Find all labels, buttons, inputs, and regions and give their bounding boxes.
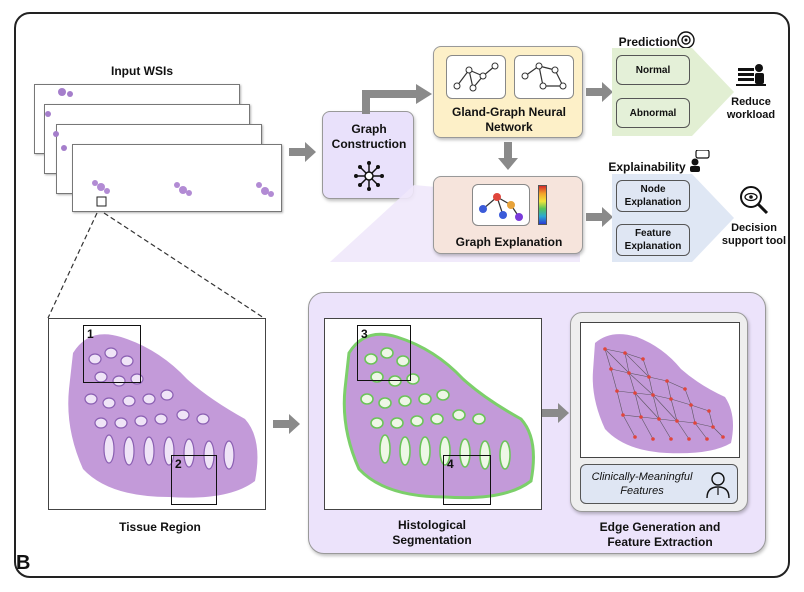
roi-number: 4 (447, 457, 454, 471)
gnn-label: Gland-Graph Neural Network (451, 105, 567, 134)
normal-box: Normal (616, 55, 690, 85)
colored-graph-icon (479, 193, 523, 221)
roi-box-2: 2 (171, 455, 217, 505)
wsi-stack-spots (45, 88, 73, 151)
input-wsis-label: Input WSIs (111, 64, 173, 78)
arrow-to-edge-generation (542, 403, 569, 423)
clinical-features-box: Clinically-Meaningful Features (580, 464, 738, 504)
tissue-region-image: 1 2 (48, 318, 266, 510)
roi-box-1: 1 (83, 325, 141, 383)
graph-thumbnail-1 (446, 55, 506, 99)
graph-explanation-label: Graph Explanation (455, 235, 563, 249)
arrow-to-explanation (498, 142, 518, 170)
color-scale-bar (538, 185, 547, 225)
decision-support-label: Decision support tool (721, 222, 787, 247)
graph-explanation-box: Graph Explanation (433, 176, 583, 254)
explainability-title: Explainability (608, 160, 686, 174)
segmentation-illustration (342, 332, 535, 500)
graph-construction-label: Graph Construction (331, 122, 407, 151)
histological-segmentation-label: Histological Segmentation (392, 518, 472, 547)
roi-number: 3 (361, 327, 368, 341)
roi-box-3: 3 (357, 325, 411, 381)
arrow-to-explainability (586, 207, 613, 227)
target-icon (677, 31, 695, 49)
graph-construction-box: Graph Construction (322, 111, 414, 199)
tissue-region-label: Tissue Region (119, 520, 201, 534)
wsi-tissue-spots (92, 180, 274, 207)
roi-number: 2 (175, 457, 182, 471)
clinical-features-label: Clinically-Meaningful Features (591, 471, 693, 497)
roi-box-4: 4 (443, 455, 491, 505)
arrow-to-gnn (362, 84, 432, 114)
figure-frame (14, 12, 790, 578)
reduce-workload-label: Reduce workload (726, 96, 776, 121)
graph-icon (521, 62, 567, 90)
edge-generation-label: Edge Generation and Feature Extraction (599, 520, 721, 549)
arrow-to-graph-construction (289, 142, 316, 162)
graph-overlay-image (580, 322, 740, 458)
segmentation-image: 3 4 (324, 318, 542, 510)
tissue-illustration (68, 334, 258, 498)
person-speech-icon (690, 150, 710, 172)
arrow-to-segmentation (273, 414, 300, 434)
doctor-icon (706, 472, 730, 499)
abnormal-box: Abnormal (616, 98, 690, 128)
graph-overlay-illustration (592, 334, 733, 454)
wsi-slide-4 (72, 144, 282, 212)
magnifier-eye-icon (740, 186, 769, 215)
colored-graph-thumbnail (472, 184, 530, 226)
graph-icon (453, 62, 499, 92)
panel-letter: B (16, 552, 31, 574)
workload-desk-icon (736, 64, 766, 86)
roi-number: 1 (87, 327, 94, 341)
feature-explanation-box: Feature Explanation (616, 224, 690, 256)
node-explanation-box: Node Explanation (616, 180, 690, 212)
network-hub-icon (354, 161, 384, 191)
gnn-box: Gland-Graph Neural Network (433, 46, 583, 138)
arrow-to-prediction (586, 82, 613, 102)
prediction-title: Prediction (618, 35, 678, 49)
graph-thumbnail-2 (514, 55, 574, 99)
